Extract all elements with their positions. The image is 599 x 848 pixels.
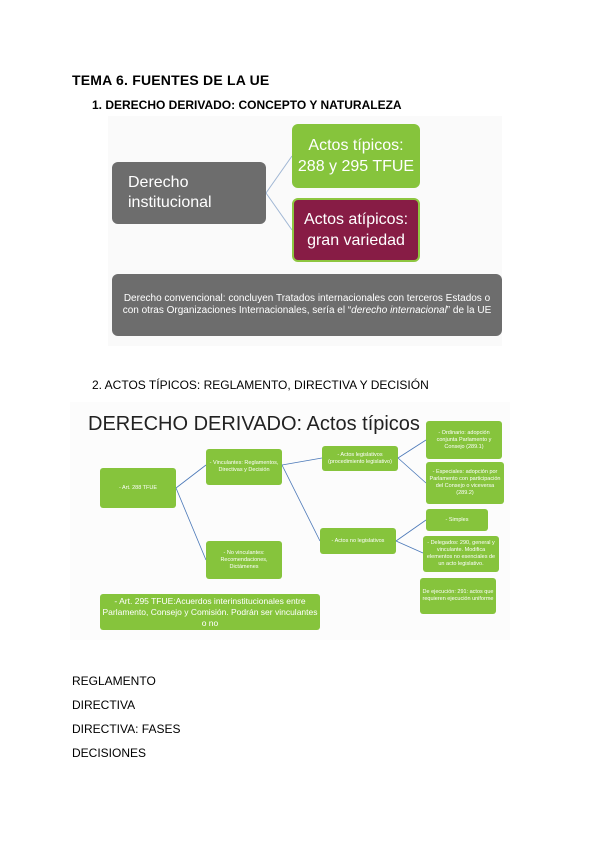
list-item-directiva: DIRECTIVA (72, 698, 136, 712)
document-title: TEMA 6. FUENTES DE LA UE (72, 72, 270, 88)
node-actos-legislativos: - Actos legislativos (procedimiento legi… (322, 446, 398, 471)
node-actos-no-legislativos: - Actos no legislativos (320, 528, 396, 554)
node-no-vinculantes: - No vinculantes: Recomendaciones, Dictá… (206, 541, 282, 579)
derecho-convencional-box: Derecho convencional: concluyen Tratados… (112, 274, 502, 336)
node-art-288: - Art. 288 TFUE (100, 468, 176, 508)
actos-atipicos-box: Actos atípicos:gran variedad (292, 198, 420, 262)
diagram2-title: DERECHO DERIVADO: Actos típicos (88, 413, 420, 435)
node-vinculantes: - Vinculantes: Reglamentos, Directivas y… (206, 449, 282, 485)
section-heading-1: 1. DERECHO DERIVADO: CONCEPTO Y NATURALE… (92, 98, 402, 112)
node-ejecucion: De ejecución: 291: actos que requieren e… (420, 578, 496, 614)
list-item-reglamento: REGLAMENTO (72, 674, 156, 688)
list-item-decisiones: DECISIONES (72, 746, 147, 760)
node-delegados: - Delegados: 290, general y vinculante. … (423, 536, 499, 572)
node-ordinario: - Ordinario: adopción conjunta Parlament… (426, 421, 502, 459)
node-simples: - Simples (426, 509, 488, 531)
node-especiales: - Especiales: adopción por Parlamento co… (426, 462, 504, 504)
node-art-295: - Art. 295 TFUE:Acuerdos interinstitucio… (100, 594, 320, 630)
section-heading-2: 2. ACTOS TÍPICOS: REGLAMENTO, DIRECTIVA … (92, 378, 429, 392)
actos-tipicos-box: Actos típicos:288 y 295 TFUE (292, 124, 420, 188)
list-item-directiva-fases: DIRECTIVA: FASES (72, 722, 181, 736)
